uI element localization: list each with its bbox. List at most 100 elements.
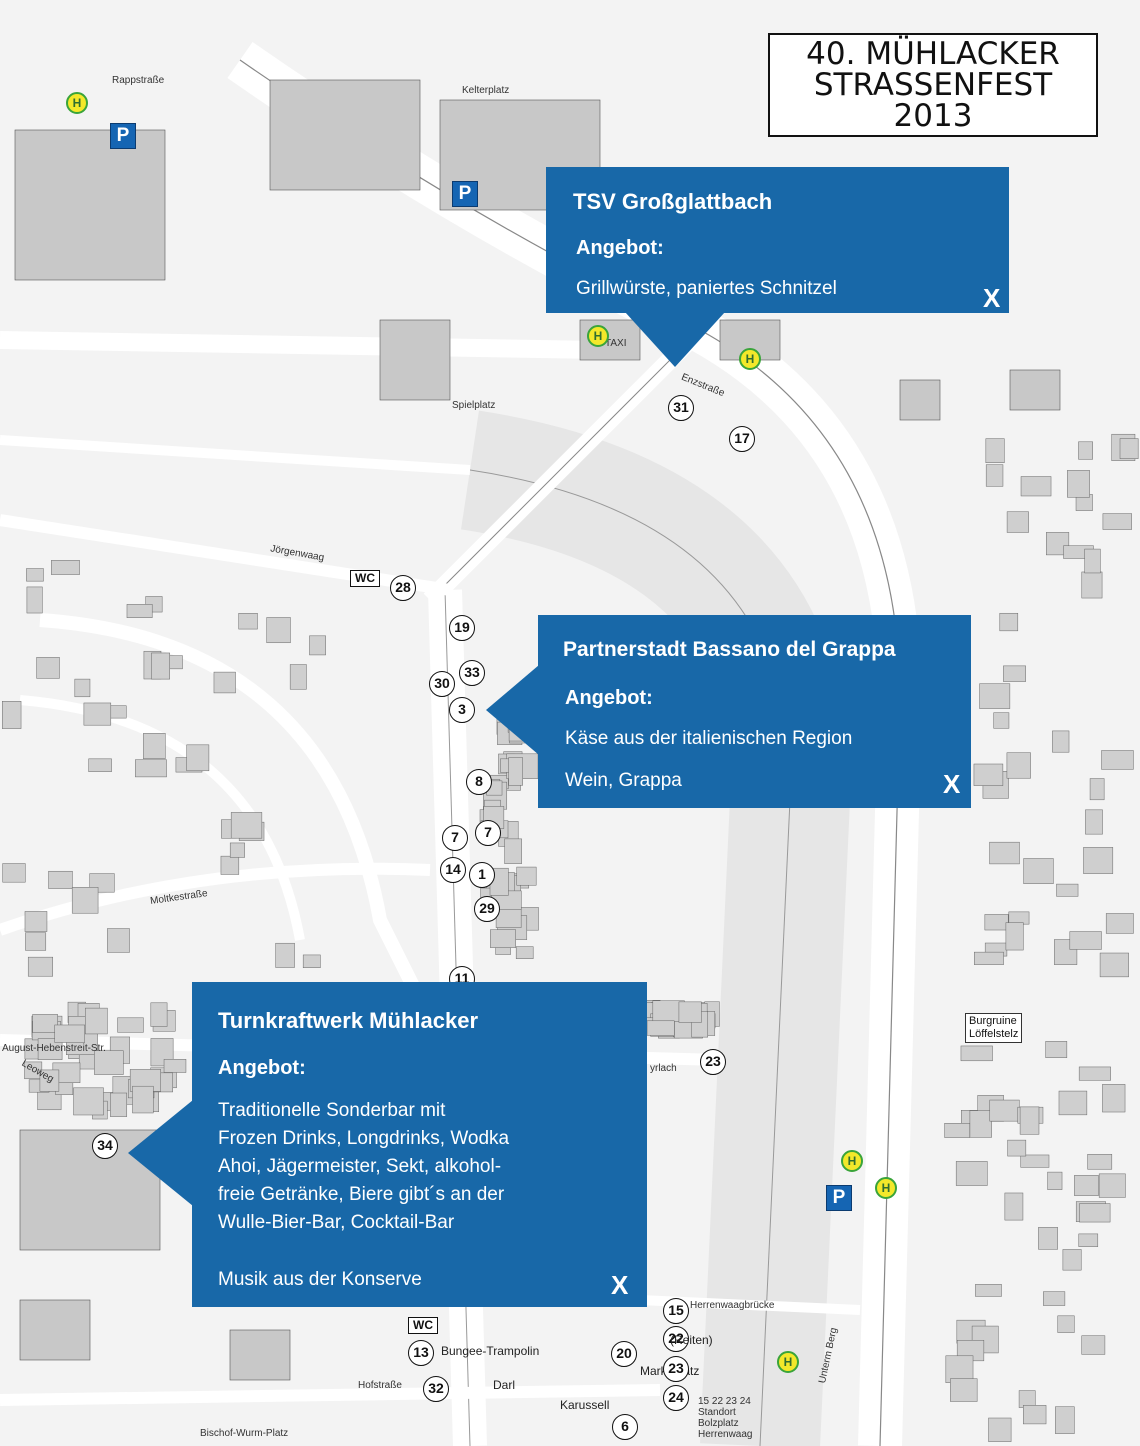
stand-marker[interactable]: 20 (611, 1341, 637, 1367)
popup-offer-text: freie Getränke, Biere gibt´s an der (218, 1184, 505, 1205)
building (945, 1355, 974, 1383)
building (1005, 922, 1024, 951)
info-popup-turnkraftwerk: Turnkraftwerk Mühlacker Angebot: Traditi… (192, 982, 647, 1307)
building (25, 932, 47, 951)
building (230, 812, 263, 839)
stand-marker[interactable]: 13 (408, 1340, 434, 1366)
stand-marker[interactable]: 33 (459, 660, 485, 686)
stand-marker[interactable]: 29 (474, 896, 500, 922)
street-label-karussell: Karussell (560, 1398, 610, 1412)
popup-offer-text: Ahoi, Jägermeister, Sekt, alkohol- (218, 1156, 502, 1177)
building (1023, 1405, 1047, 1425)
building (117, 1017, 144, 1033)
building (302, 954, 321, 968)
building (1038, 1227, 1058, 1250)
stand-marker[interactable]: 32 (423, 1376, 449, 1402)
building (974, 951, 1004, 965)
standort-label: 15 22 23 24 Standort (698, 1396, 751, 1418)
title-line-1: 40. MÜHLACKER (806, 36, 1060, 72)
building (163, 1059, 187, 1073)
stand-marker[interactable]: 28 (390, 575, 416, 601)
building (1045, 1041, 1068, 1058)
stand-marker[interactable]: 17 (729, 426, 755, 452)
building (2, 863, 26, 883)
building (83, 702, 112, 726)
close-button[interactable]: X (983, 283, 1001, 313)
building (1057, 1315, 1075, 1333)
popup-offer-text: Traditionelle Sonderbar mit (218, 1100, 446, 1121)
stand-marker[interactable]: 15 (663, 1298, 689, 1324)
building (1074, 1175, 1099, 1196)
building (944, 1123, 971, 1138)
building (1078, 1233, 1099, 1247)
building (678, 1001, 702, 1023)
building (1058, 1090, 1088, 1116)
bus-stop-icon: H (66, 92, 88, 114)
popup-pointer (486, 665, 539, 755)
stand-marker[interactable]: 24 (663, 1385, 689, 1411)
building (85, 1007, 108, 1035)
street-label-hofstrasse: Hofstraße (358, 1380, 402, 1391)
stand-marker[interactable]: 34 (92, 1133, 118, 1159)
stand-marker[interactable]: 1 (469, 862, 495, 888)
building (213, 671, 236, 694)
building (504, 838, 522, 864)
building (1098, 1173, 1126, 1198)
parking-icon: P (826, 1185, 852, 1211)
building (1069, 931, 1102, 950)
stand-marker[interactable]: 23 (663, 1356, 689, 1382)
building (229, 842, 245, 858)
burgruine-label: Burgruine Löffelstelz (965, 1013, 1023, 1043)
stand-marker[interactable]: 7 (475, 820, 501, 846)
street-label-rappstrasse: Rappstraße (112, 75, 165, 86)
stand-marker[interactable]: 14 (440, 857, 466, 883)
close-button[interactable]: X (943, 769, 961, 799)
stand-marker[interactable]: 22 (663, 1326, 689, 1352)
popup-offer-heading: Angebot: (565, 687, 653, 709)
bolzplatz-label: Bolzplatz Herrenwaag (698, 1418, 753, 1440)
building (1102, 513, 1132, 530)
stand-marker[interactable]: 6 (612, 1414, 638, 1440)
building (39, 1069, 60, 1092)
building (1078, 1066, 1111, 1081)
popup-offer-text: Musik aus der Konserve (218, 1269, 422, 1290)
building (1084, 548, 1101, 574)
stand-marker[interactable]: 3 (449, 697, 475, 723)
building (266, 617, 291, 644)
building (88, 758, 112, 772)
info-popup-bassano: Partnerstadt Bassano del Grappa Angebot:… (538, 615, 971, 808)
building (1019, 1106, 1040, 1135)
building (973, 763, 1004, 786)
building (143, 733, 166, 760)
street-label-bischof-wurm-platz: Bischof-Wurm-Platz (200, 1428, 289, 1439)
parking-icon: P (452, 181, 478, 207)
building (24, 911, 48, 932)
popup-offer-text: Wulle-Bier-Bar, Cocktail-Bar (218, 1212, 455, 1233)
street-label-darl: Darl (493, 1378, 516, 1392)
building (984, 914, 1009, 931)
building (1056, 883, 1079, 897)
building (1062, 1249, 1082, 1271)
close-button[interactable]: X (611, 1270, 629, 1300)
building (220, 855, 240, 875)
building (1089, 778, 1105, 801)
building (1079, 1203, 1111, 1223)
stand-marker[interactable]: 8 (466, 769, 492, 795)
building (975, 1284, 1002, 1297)
building (969, 1110, 992, 1138)
stand-marker[interactable]: 31 (668, 395, 694, 421)
stand-marker[interactable]: 23 (700, 1049, 726, 1075)
wc-sign: WC (350, 570, 380, 587)
stand-marker[interactable]: 7 (442, 825, 468, 851)
building (289, 664, 307, 690)
stand-marker[interactable]: 30 (429, 671, 455, 697)
stand-marker[interactable]: 19 (449, 615, 475, 641)
building (54, 1024, 85, 1043)
building (150, 1002, 168, 1027)
building (151, 652, 170, 680)
building (516, 866, 537, 886)
building (490, 929, 516, 948)
street-label-kelterplatz: Kelterplatz (462, 85, 510, 96)
building (646, 1020, 675, 1036)
